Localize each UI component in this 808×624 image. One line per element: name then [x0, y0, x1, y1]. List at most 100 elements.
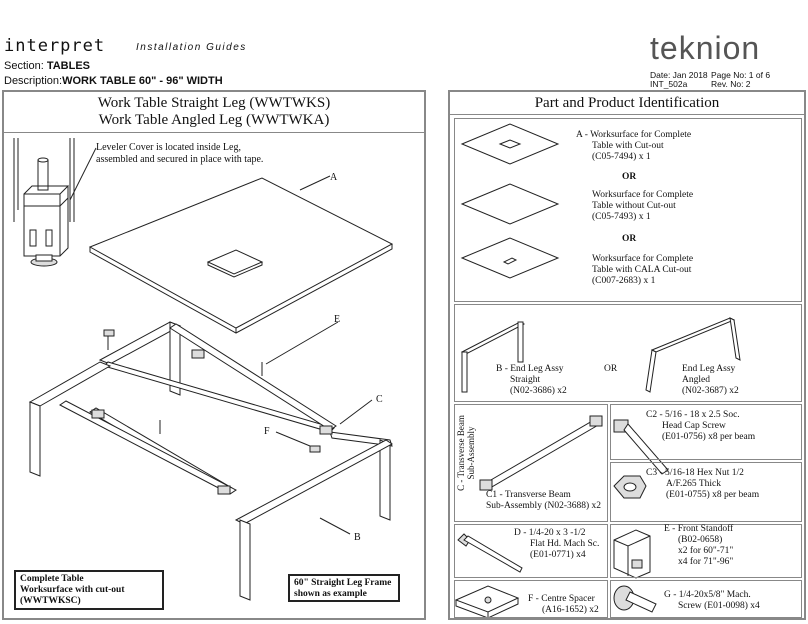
callout-e: E — [334, 314, 341, 325]
complete-table-note-line2: Worksurface with cut-out — [20, 585, 125, 595]
part-d-line2: Flat Hd. Mach Sc. — [530, 539, 600, 549]
part-c-side-label: C - Transverse Beam Sub-Assembly — [456, 394, 476, 512]
part-b-line2: Straight — [510, 375, 541, 385]
doc-id-text: INT_502a — [650, 79, 688, 89]
guides-label: Installation Guides — [136, 42, 247, 53]
parts-panel — [448, 90, 806, 620]
frame-example-note-line1: 60" Straight Leg Frame — [294, 578, 392, 588]
leveler-note: Leveler Cover is located inside Leg, ass… — [96, 142, 263, 166]
complete-table-note-line3: (WWTWKSC) — [20, 596, 81, 606]
part-a-line1: A - Worksurface for Complete — [576, 130, 692, 140]
part-c2-label: C2 - 5/16 - 18 x 2.5 Soc. Head Cap Screw… — [646, 410, 755, 443]
part-e-cell — [610, 524, 802, 578]
callout-b: B — [354, 532, 361, 543]
worksurface-with-cutout-drawing — [460, 123, 560, 165]
frame-drawing — [28, 321, 393, 601]
leveler-note-line2: assembled and secured in place with tape… — [96, 154, 264, 165]
callout-f: F — [264, 426, 270, 437]
description-label: Description: — [4, 75, 63, 87]
part-f-line2: (A16-1652) x2 — [542, 605, 599, 615]
leveler-note-line1: Leveler Cover is located inside Leg, — [96, 142, 241, 153]
part-g-line2: Screw (E01-0098) x4 — [678, 601, 760, 611]
part-c1-line2: Sub-Assembly (N02-3688) x2 — [486, 501, 602, 511]
part-a-cell — [454, 118, 802, 302]
part-a-or2: OR — [622, 234, 637, 244]
part-c-side-line2: Sub-Assembly — [466, 426, 476, 480]
part-e-line3: x2 for 60"-71" — [678, 546, 734, 556]
part-c-side-line1: C - Transverse Beam — [456, 415, 466, 491]
part-e-line4: x4 for 71"-96" — [678, 557, 734, 567]
part-c3-label: C3 - 5/16-18 Hex Nut 1/2 A/F.265 Thick (… — [646, 468, 759, 501]
worksurface-without-cutout-drawing — [460, 183, 560, 225]
complete-table-note: Complete Table Worksurface with cut-out … — [14, 570, 164, 610]
part-b-line3: (N02-3686) x2 — [510, 386, 567, 396]
revision-number: Rev. No: 2 — [711, 79, 751, 89]
part-b-alt-line1: End Leg Assy — [682, 364, 736, 374]
frame-example-note-line2: shown as example — [294, 589, 367, 599]
callout-a: A — [330, 172, 338, 183]
parts-title-text: Part and Product Identification — [534, 95, 720, 111]
section-value: TABLES — [46, 60, 90, 72]
part-e-line1: E - Front Standoff — [664, 524, 734, 534]
part-a-alt1-line3: (C05-7493) x 1 — [592, 212, 651, 222]
part-c1-label: C1 - Transverse Beam Sub-Assembly (N02-3… — [486, 490, 601, 512]
part-c2-line2: Head Cap Screw — [662, 421, 726, 431]
part-d-line1: D - 1/4-20 x 3 -1/2 — [514, 528, 586, 538]
section-line: Section: TABLES — [4, 60, 90, 72]
part-c2-cell — [610, 404, 802, 460]
part-a-alt2: Worksurface for Complete Table with CALA… — [592, 254, 693, 287]
part-c3-cell — [610, 462, 802, 522]
part-f-line1: F - Centre Spacer — [528, 594, 595, 604]
part-f-cell — [454, 580, 608, 618]
part-a-label: A - Worksurface for Complete Table with … — [576, 130, 696, 163]
callout-c: C — [376, 394, 383, 405]
part-c3-line3: (E01-0755) x8 per beam — [666, 490, 760, 500]
part-a-alt1-line1: Worksurface for Complete — [592, 190, 694, 200]
section-label: Section: — [4, 60, 44, 72]
assembly-title-line2: Work Table Angled Leg (WWTWKA) — [98, 112, 330, 128]
part-a-or1: OR — [622, 172, 637, 182]
parts-title: Part and Product Identification — [450, 92, 804, 115]
part-a-alt1: Worksurface for Complete Table without C… — [592, 190, 693, 223]
part-b-alt-label: End Leg Assy Angled (N02-3687) x2 — [682, 364, 739, 397]
part-a-alt2-line1: Worksurface for Complete — [592, 254, 694, 264]
part-b-alt-line3: (N02-3687) x2 — [682, 386, 739, 396]
part-a-alt2-line3: (C007-2683) x 1 — [592, 276, 656, 286]
part-b-label: B - End Leg Assy Straight (N02-3686) x2 — [496, 364, 567, 397]
description-line: Description:WORK TABLE 60" - 96" WIDTH — [4, 75, 223, 87]
teknion-logo: teknion — [650, 30, 761, 66]
part-c3-line1: C3 - 5/16-18 Hex Nut 1/2 — [646, 468, 744, 478]
part-a-alt2-line2: Table with CALA Cut-out — [592, 265, 692, 275]
mach-screw-drawing — [613, 585, 657, 613]
end-leg-straight-drawing — [460, 321, 526, 393]
part-e-line2: (B02-0658) — [678, 535, 723, 545]
date-text: Date: Jan 2018 — [650, 70, 708, 80]
part-c1-line1: C1 - Transverse Beam — [486, 490, 571, 500]
part-g-line1: G - 1/4-20x5/8" Mach. — [664, 590, 751, 600]
assembly-title: Work Table Straight Leg (WWTWKS) Work Ta… — [4, 92, 424, 133]
part-a-line2: Table with Cut-out — [592, 141, 664, 151]
part-a-line3: (C05-7494) x 1 — [592, 152, 651, 162]
part-b-or: OR — [604, 364, 618, 374]
frame-example-note: 60" Straight Leg Frame shown as example — [288, 574, 400, 602]
part-d-cell — [454, 524, 608, 578]
part-c1-cell — [454, 404, 608, 522]
assembly-title-line1: Work Table Straight Leg (WWTWKS) — [97, 95, 331, 111]
part-g-label: G - 1/4-20x5/8" Mach. Screw (E01-0098) x… — [664, 590, 760, 612]
flat-head-screw-drawing — [457, 533, 523, 573]
part-b-alt-line2: Angled — [682, 375, 710, 385]
part-a-alt1-line2: Table without Cut-out — [592, 201, 676, 211]
part-f-label: F - Centre Spacer (A16-1652) x2 — [528, 594, 599, 616]
leveler-detail — [13, 138, 97, 267]
transverse-beam-drawing — [479, 415, 603, 491]
part-c2-line3: (E01-0756) x8 per beam — [662, 432, 756, 442]
part-d-line3: (E01-0771) x4 — [530, 550, 586, 560]
hex-nut-drawing — [613, 475, 647, 499]
description-value: WORK TABLE 60" - 96" WIDTH — [62, 75, 223, 87]
part-b-cell — [454, 304, 802, 402]
page-number: Page No: 1 of 6 — [711, 70, 771, 80]
part-b-line1: B - End Leg Assy — [496, 364, 564, 374]
front-standoff-drawing — [613, 529, 651, 579]
end-leg-angled-drawing — [645, 317, 741, 393]
